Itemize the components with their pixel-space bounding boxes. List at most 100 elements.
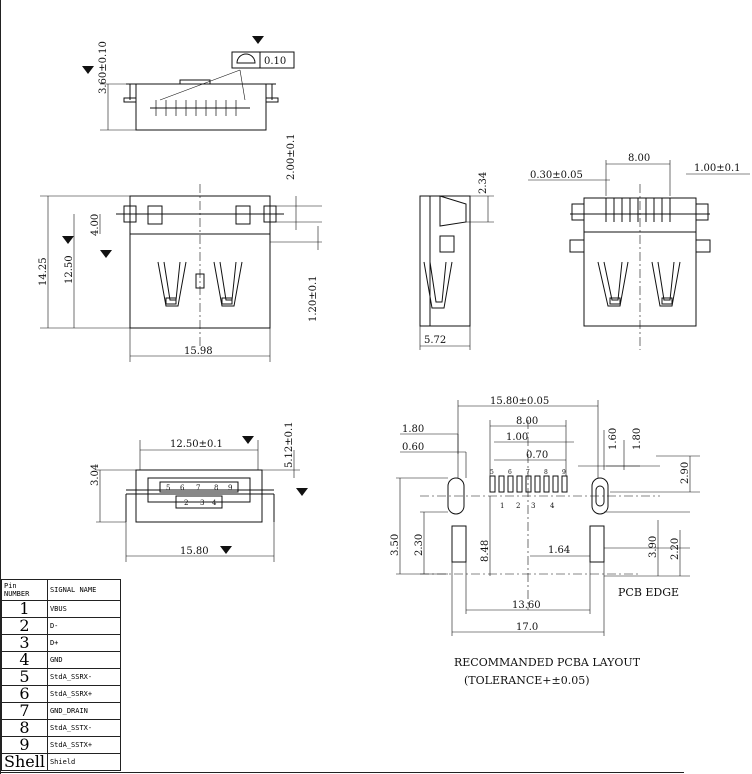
tail-1-00-dim: 1.00±0.1: [694, 163, 741, 174]
span-8-00-dim: 8.00: [628, 153, 650, 164]
pin-number-cell: 5: [1, 668, 48, 686]
signal-name-cell: StdA_SSRX-: [46, 668, 121, 686]
pcb-8-00-dim: 8.00: [516, 416, 538, 427]
datum-triangle-icon: [82, 66, 94, 74]
frame-left-border: [0, 0, 1, 774]
profile-pins: [155, 100, 237, 116]
datum-triangle-icon: [100, 250, 112, 258]
front-pin-label: 6: [180, 484, 185, 492]
pcb-0-70-dim: 0.70: [526, 450, 548, 461]
front-pin-label: 9: [228, 484, 232, 492]
pcb-2-30-dim: 2.30: [414, 534, 425, 556]
pcb-1-60-dim: 1.60: [608, 428, 619, 450]
inset-dim: 4.00: [90, 214, 101, 236]
front-15-80-dim: 15.80: [180, 546, 209, 557]
plan-view: 14.25 12.50 4.00 15.98 2.00±0.1 1.20±0.1: [38, 133, 322, 362]
signal-name-cell: VBUS: [46, 600, 121, 618]
pin-number-cell: 7: [1, 702, 48, 720]
datum-triangle-icon: [296, 488, 308, 496]
pcb-13-60-dim: 13.60: [512, 600, 541, 611]
pcb-0-60-dim: 0.60: [402, 442, 424, 453]
pcb-edge-label: PCB EDGE: [618, 586, 679, 599]
front-5-12-dim: 5.12±0.1: [284, 421, 295, 468]
front-pin-label: 7: [196, 484, 200, 492]
pcb-1-80-top-dim: 1.80: [402, 424, 424, 435]
signal-name-cell: StdA_SSTX+: [46, 736, 121, 754]
pin-number-cell: Shell: [1, 753, 48, 771]
top-profile-view: 0.10 3.60±0.10: [82, 36, 295, 131]
pin-number-cell: 4: [1, 651, 48, 669]
pcb-pin-label: 2: [516, 502, 520, 510]
signal-name-cell: StdA_SSRX+: [46, 685, 121, 703]
pin-number-cell: 2: [1, 617, 48, 635]
pin-number-cell: 8: [1, 719, 48, 737]
signal-name-cell: GND_DRAIN: [46, 702, 121, 720]
flatness-value: 0.10: [264, 56, 286, 67]
front-pin-label: 4: [212, 499, 217, 507]
signal-name-cell: Shield: [46, 753, 121, 771]
pcb-3-50-dim: 3.50: [390, 534, 401, 556]
datum-triangle-icon: [62, 236, 74, 244]
pcb-15-80-dim: 15.80±0.05: [490, 396, 549, 407]
bottom-pins: [605, 198, 671, 222]
signal-name-cell: GND: [46, 651, 121, 669]
front-pin-numbers: 5 6 8 9 7 2 3 4: [166, 484, 232, 507]
pcb-pin-label: 5: [490, 469, 494, 476]
layout-title: RECOMMANDED PCBA LAYOUT: [454, 656, 641, 669]
datum-triangle-icon: [252, 36, 264, 44]
pcb-1-00-dim: 1.00: [506, 432, 528, 443]
side-5-72-dim: 5.72: [424, 335, 446, 346]
pcb-pads: [489, 475, 568, 493]
signal-name-header: SIGNAL NAME: [46, 579, 121, 601]
top-tail-dim: 2.00±0.1: [286, 133, 297, 180]
front-view: 5 6 8 9 7 2 3 4 12.50±0.1 5.12±0.1 3.04 …: [90, 421, 308, 562]
pcb-pin-label: 1: [500, 502, 504, 510]
table-header-row: Pin NUMBER SIGNAL NAME: [1, 579, 121, 601]
side-2-34-dim: 2.34: [478, 172, 489, 194]
pcb-2-20-dim: 2.20: [670, 538, 681, 560]
pcb-pin-label: 8: [544, 469, 548, 476]
tab-dim: 1.20±0.1: [308, 275, 319, 322]
pcb-pin-label: 9: [562, 469, 566, 476]
front-pin-label: 8: [214, 484, 218, 492]
pcb-1-80-right-dim: 1.80: [632, 428, 643, 450]
front-pin-label: 5: [166, 484, 170, 492]
datum-triangle-icon: [220, 546, 232, 554]
pcb-pin-label: 6: [508, 469, 512, 476]
pcb-3-90-dim: 3.90: [648, 536, 659, 558]
bottom-view: 8.00 0.30±0.05 1.00±0.1: [528, 153, 750, 350]
layout-tolerance: (TOLERANCE+±0.05): [464, 674, 590, 687]
pcb-2-90-dim: 2.90: [680, 462, 691, 484]
pin-number-cell: 6: [1, 685, 48, 703]
signal-name-cell: D-: [46, 617, 121, 635]
width-dim: 15.98: [184, 346, 213, 357]
datum-triangle-icon: [242, 436, 254, 444]
signal-name-cell: StdA_SSTX-: [46, 719, 121, 737]
pcb-8-48-dim: 8.48: [480, 540, 491, 562]
pcb-1-64-dim: 1.64: [548, 545, 570, 556]
pin-number-cell: 3: [1, 634, 48, 652]
overall-length-dim: 14.25: [38, 257, 49, 286]
front-3-04-dim: 3.04: [90, 464, 101, 486]
pin-number-header: Pin NUMBER: [1, 579, 48, 601]
pin-number-cell: 1: [1, 600, 48, 618]
pcb-pin-label: 3: [531, 502, 535, 510]
pcb-pin-label: 4: [550, 502, 555, 510]
side-view: 2.34 5.72: [419, 172, 494, 350]
pcb-17-0-dim: 17.0: [516, 622, 538, 633]
side-height-dim: 3.60±0.10: [98, 41, 109, 94]
pcb-layout: 1 2 3 4 5 6 7 8 9 15.80±0.05 8.00 1.00 0…: [390, 396, 700, 687]
signal-name-cell: D+: [46, 634, 121, 652]
